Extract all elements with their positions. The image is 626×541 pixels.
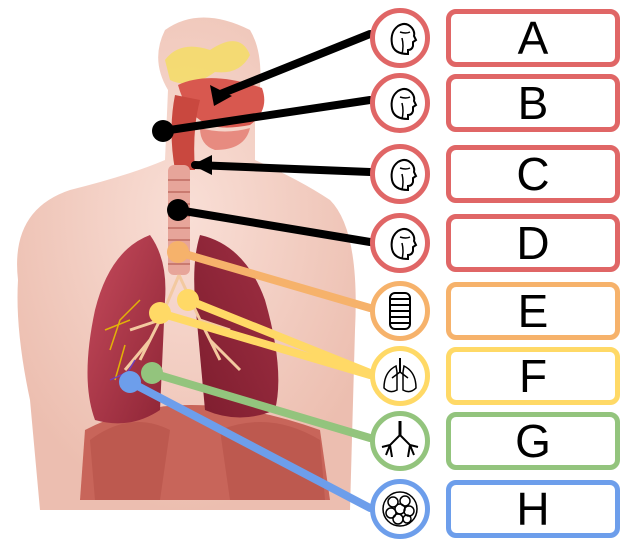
label-letter: F [519,353,547,399]
dot-f1 [177,289,199,311]
label-letter: B [518,80,549,126]
head-airway-icon [370,213,430,273]
label-box-d[interactable]: D [446,214,620,272]
label-letter: H [516,486,549,532]
bronchi-icon [370,411,430,471]
label-letter: E [518,288,549,334]
label-box-f[interactable]: F [446,347,620,405]
label-box-a[interactable]: A [446,9,620,67]
dot-d [167,199,189,221]
label-letter: A [518,15,549,61]
label-letter: D [516,220,549,266]
dot-b [152,120,174,142]
label-box-b[interactable]: B [446,74,620,132]
label-box-g[interactable]: G [446,412,620,470]
lungs-icon [370,346,430,406]
label-letter: G [515,418,551,464]
alveoli-icon [370,479,430,539]
label-box-c[interactable]: C [446,145,620,203]
label-box-e[interactable]: E [446,282,620,340]
head-airway-icon [370,73,430,133]
dot-f2 [149,302,171,324]
dot-g [141,362,163,384]
label-box-h[interactable]: H [446,480,620,538]
dot-e [167,241,189,263]
head-airway-icon [370,8,430,68]
dot-h [119,371,141,393]
head-airway-icon [370,144,430,204]
label-letter: C [516,151,549,197]
trachea-rings-icon [370,281,430,341]
